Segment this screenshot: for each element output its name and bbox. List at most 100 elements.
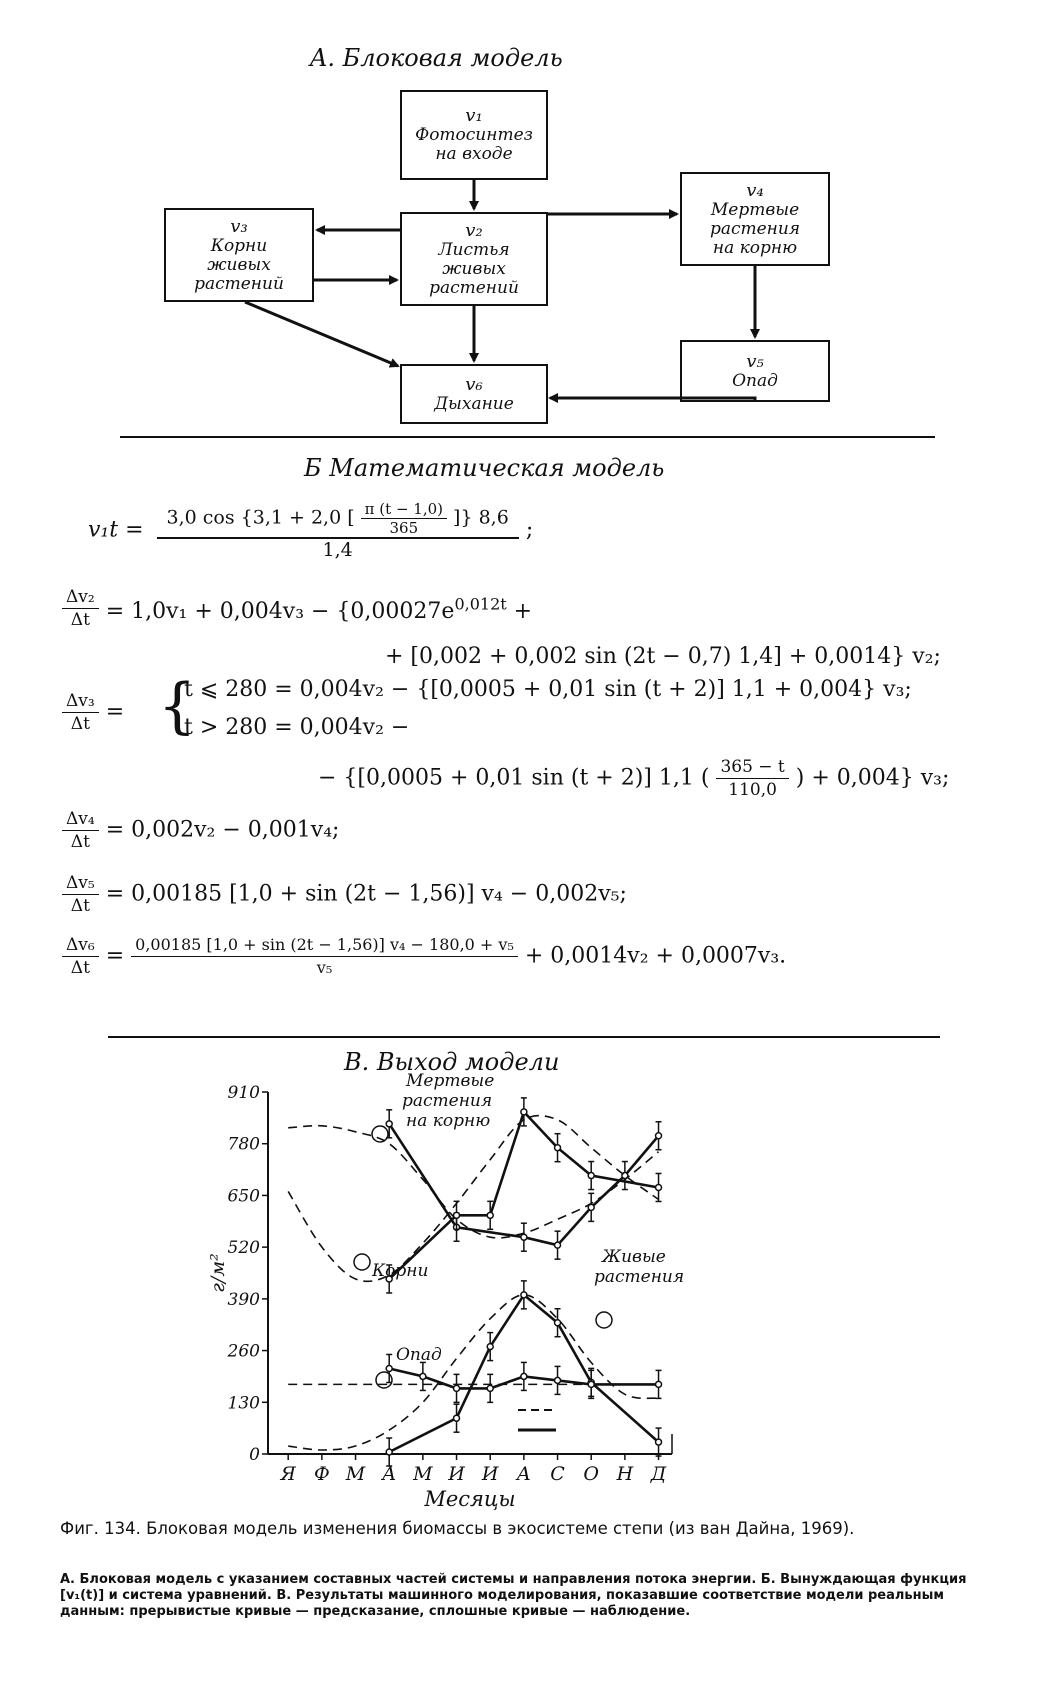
eq5-lhs-num: Δv₅ (62, 872, 99, 895)
eq6-post: + 0,0014v₂ + 0,0007v₃. (524, 943, 787, 969)
eq4-lhs-den: Δt (70, 832, 90, 852)
data-point (520, 1108, 528, 1116)
eq6-num: 0,00185 [1,0 + sin (2t − 1,56)] v₄ − 180… (131, 934, 518, 957)
box-label-v2-0: Листья (438, 239, 510, 260)
box-label-v1-0: Фотосинтез (415, 125, 533, 145)
box-label-v3-1: живых (207, 254, 271, 275)
box-label-v6-0: Дыхание (434, 393, 514, 414)
annotation-marker (375, 1371, 393, 1389)
data-point (553, 1241, 562, 1249)
annotation-dead-plants-line: на корню (406, 1111, 490, 1131)
y-tick-label: 520 (228, 1238, 261, 1258)
box-label-v2-1: живых (442, 258, 506, 279)
eq3-brace: { (158, 671, 197, 741)
section-c-title: B. Выход модели (344, 1048, 560, 1076)
x-tick-label: Ф (314, 1463, 330, 1485)
x-tick-label: М (345, 1463, 366, 1485)
eq3-line3-pre: − {[0,0005 + 0,01 sin (t + 2)] 1,1 ( (318, 765, 710, 791)
y-tick-label: 910 (228, 1083, 261, 1103)
data-point (587, 1203, 595, 1212)
box-label-v2-2: растений (429, 277, 519, 298)
annotation-roots: Корни (371, 1261, 428, 1281)
data-point (385, 1275, 393, 1283)
eq5-rhs: = 0,00185 [1,0 + sin (2t − 1,56)] v₄ − 0… (105, 881, 627, 907)
eq2-lhs-den: Δt (70, 610, 90, 630)
eq3-lhs-den: Δt (70, 714, 90, 734)
data-point (587, 1380, 595, 1389)
eq2-line1: = 1,0v₁ + 0,004v₃ − {0,00027e (105, 599, 455, 625)
annotation-litter: Опад (396, 1345, 442, 1365)
data-point (520, 1291, 528, 1299)
data-point (452, 1211, 461, 1220)
eq3-line2: t > 280 = 0,004v₂ − (184, 715, 410, 740)
divider-2 (108, 1036, 940, 1038)
eq1-den: 1,4 (322, 539, 353, 561)
x-tick-label: Д (650, 1463, 667, 1485)
eq2-lhs-num: Δv₂ (62, 586, 99, 609)
box-label-v5-0: Опад (732, 370, 778, 391)
eq3-line3-post: ) + 0,004} v₃; (795, 765, 950, 791)
annotation-live-plants-line: Живые (601, 1247, 666, 1267)
box-label-v4-2: на корню (712, 237, 798, 258)
eq1-inner-den: 365 (389, 519, 419, 537)
y-tick-label: 130 (228, 1393, 261, 1413)
eq3-line3-den: 110,0 (728, 780, 777, 800)
arrow-v3-v6 (244, 300, 400, 368)
eq1-lhs: v₁t = (88, 517, 144, 543)
x-tick-label: М (412, 1463, 433, 1485)
eq5-lhs-den: Δt (70, 896, 90, 916)
predicted-line-2 (288, 1294, 659, 1451)
box-var-v3: v₃ (230, 215, 248, 237)
data-point (553, 1376, 562, 1385)
y-tick-label: 780 (228, 1135, 261, 1155)
annotation-marker (595, 1311, 613, 1329)
annotation-marker (371, 1125, 389, 1143)
observed-line-3 (388, 1367, 659, 1390)
block-diagram-arrows (244, 180, 760, 403)
eq3-line3-num: 365 − t (716, 756, 789, 779)
annotation-marker (353, 1253, 371, 1271)
annotation-dead-plants-line: растения (402, 1091, 492, 1111)
eq1-end: ; (525, 517, 534, 543)
box-label-v4-0: Мертвые (710, 199, 800, 220)
data-point (486, 1384, 494, 1393)
y-axis-label: г/м² (207, 1253, 229, 1292)
data-point (385, 1448, 393, 1456)
box-var-v1: v₁ (465, 105, 483, 126)
eq3-line3: − {[0,0005 + 0,01 sin (t + 2)] 1,1 ( 365… (318, 756, 949, 801)
eq1-inner-num: π (t − 1,0) (360, 500, 447, 519)
x-tick-label: И (447, 1463, 465, 1485)
data-point (419, 1372, 427, 1381)
equation-v2-cont: + [0,002 + 0,002 sin (2t − 0,7) 1,4] + 0… (385, 644, 941, 669)
annotation-dead-plants-line: Мертвые (405, 1071, 494, 1091)
y-tick-label: 390 (228, 1290, 261, 1310)
data-point (486, 1211, 494, 1220)
equation-v1: v₁t = 3,0 cos {3,1 + 2,0 [ π (t − 1,0) 3… (88, 500, 533, 561)
data-point (654, 1132, 663, 1140)
box-var-v4: v₄ (746, 179, 764, 201)
data-point (452, 1414, 461, 1422)
eq1-num-post: ]} 8,6 (453, 506, 509, 529)
x-tick-label: И (481, 1463, 499, 1485)
annotation-live-plants-line: растения (594, 1267, 684, 1287)
eq2-sup: 0,012t (454, 594, 507, 614)
box-label-v3-0: Корни (210, 235, 268, 256)
section-b-title: Б Математическая модель (304, 454, 665, 482)
eq4-lhs-num: Δv₄ (62, 808, 99, 831)
figure-note: А. Блоковая модель с указанием составных… (60, 1572, 967, 1619)
x-tick-label: Я (280, 1463, 297, 1485)
x-tick-label: А (515, 1463, 531, 1485)
arrow-v5-v6 (548, 393, 757, 403)
